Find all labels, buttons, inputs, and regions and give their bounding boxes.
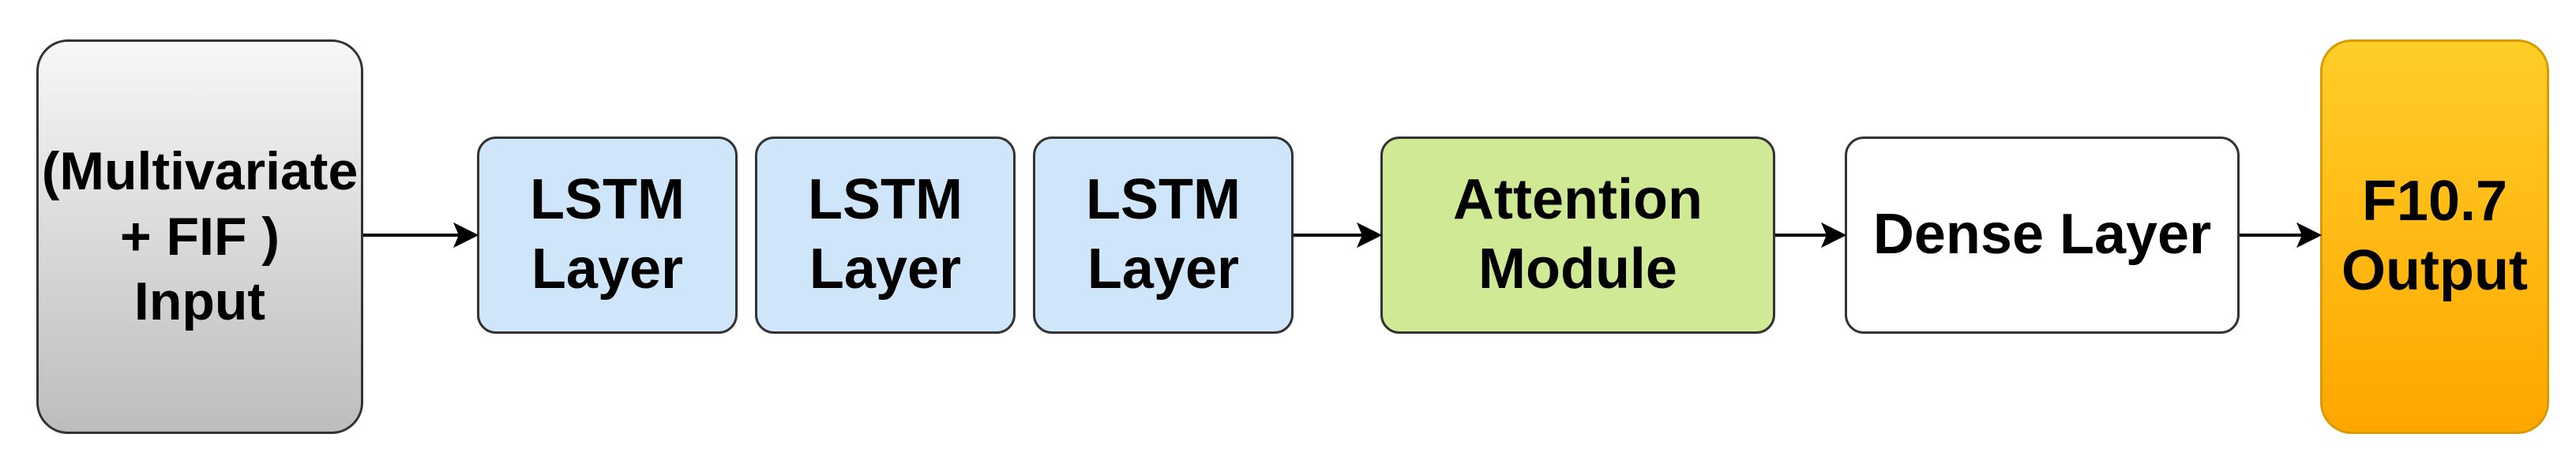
lstm-layer-3-line-2: Layer xyxy=(1087,237,1240,301)
lstm-layer-3-label: LSTM Layer xyxy=(1086,166,1241,305)
edge-attention-to-dense-arrowhead xyxy=(1821,222,1847,249)
lstm-layer-2-label: LSTM Layer xyxy=(808,166,963,305)
lstm-layer-1-line-2: Layer xyxy=(531,237,684,301)
lstm-layer-2-line-2: Layer xyxy=(809,237,962,301)
attention-module-node: Attention Module xyxy=(1380,137,1775,334)
output-node: F10.7 Output xyxy=(2320,39,2549,434)
edge-dense-to-output-arrowhead xyxy=(2296,222,2323,249)
edge-input-to-lstm-arrowhead xyxy=(453,222,479,249)
output-node-label: F10.7 Output xyxy=(2341,167,2528,306)
input-node: (Multivariate + FIF ) Input xyxy=(36,39,363,434)
output-label-line-2: Output xyxy=(2341,239,2528,302)
output-label-line-1: F10.7 xyxy=(2361,170,2508,234)
lstm-layer-3-node: LSTM Layer xyxy=(1033,137,1294,334)
attention-module-label: Attention Module xyxy=(1453,166,1703,305)
dense-layer-node: Dense Layer xyxy=(1845,137,2240,334)
dense-layer-label: Dense Layer xyxy=(1873,200,2211,270)
lstm-layer-1-line-1: LSTM xyxy=(530,168,685,232)
lstm-layer-3-line-1: LSTM xyxy=(1086,168,1241,232)
input-label-line-1: (Multivariate xyxy=(41,140,359,201)
attention-module-line-2: Module xyxy=(1478,237,1677,301)
lstm-layer-2-line-1: LSTM xyxy=(808,168,963,232)
input-label-line-3: Input xyxy=(133,271,266,332)
input-node-label: (Multivariate + FIF ) Input xyxy=(42,139,359,335)
dense-layer-line-1: Dense Layer xyxy=(1872,203,2212,267)
lstm-layer-1-label: LSTM Layer xyxy=(530,166,685,305)
edge-lstm-to-attention-arrowhead xyxy=(1357,222,1383,249)
input-label-line-2: + FIF ) xyxy=(119,206,280,267)
lstm-layer-2-node: LSTM Layer xyxy=(755,137,1016,334)
attention-module-line-1: Attention xyxy=(1453,168,1703,232)
